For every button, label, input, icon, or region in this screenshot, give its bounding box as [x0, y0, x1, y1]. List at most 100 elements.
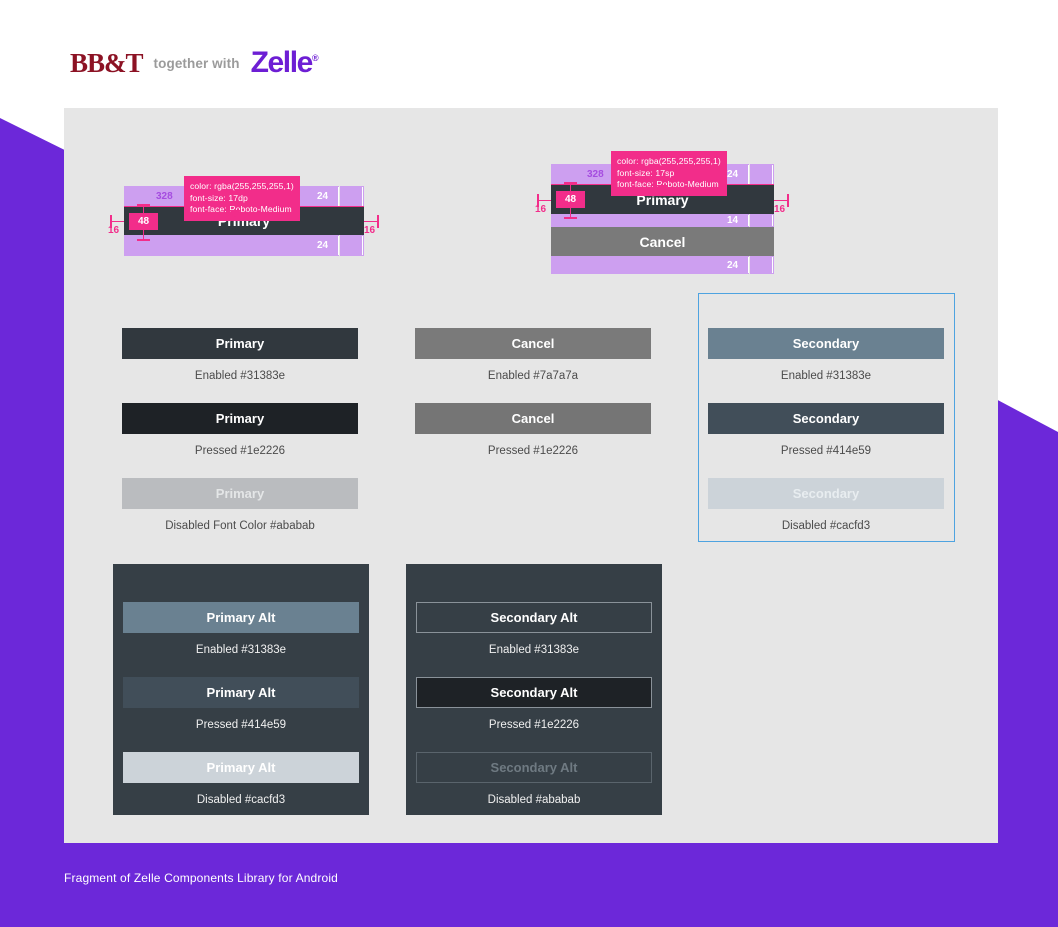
specimen-button[interactable]: Secondary [708, 478, 944, 509]
spec-cancel-button[interactable]: Cancel [551, 227, 774, 256]
dim-margin-left: 16 [108, 225, 120, 236]
dim-margin-right: 16 [774, 204, 786, 215]
specimen-caption: Disabled #cacfd3 [781, 520, 871, 532]
tick-bot-2 [362, 236, 363, 255]
dim-width: 328 [587, 169, 604, 180]
specimen-button[interactable]: Cancel [415, 403, 651, 434]
specimen-button[interactable]: Primary [122, 478, 358, 509]
specimen-button[interactable]: Primary Alt [123, 602, 359, 633]
specimen-caption: Pressed #414e59 [780, 445, 872, 457]
specimen-button[interactable]: Cancel [415, 328, 651, 359]
tick-mid-2 [772, 215, 773, 226]
tick-bot-2 [772, 257, 773, 273]
specimen-caption: Disabled #ababab [487, 794, 581, 806]
spacer-bottom-right [750, 256, 774, 274]
specimen-button[interactable]: Secondary Alt [416, 602, 652, 633]
zelle-wordmark: Zelle [250, 46, 314, 79]
margin-right-arrow [774, 200, 788, 201]
spec-tooltip-left: color: rgba(255,255,255,1) font-size: 17… [184, 176, 300, 221]
spacer-top-right [750, 164, 774, 185]
specimen-button[interactable]: Secondary [708, 403, 944, 434]
spec-tooltip-left-tail [229, 210, 241, 217]
margin-right-arrow [364, 221, 378, 222]
brand-header: BB&T together with Zelle® [70, 44, 319, 82]
margin-left-cap [110, 215, 112, 228]
specimen-caption: Pressed #1e2226 [194, 445, 286, 457]
height-cap-top [137, 204, 150, 206]
specimen-button[interactable]: Primary Alt [123, 677, 359, 708]
dim-height-chip: 48 [556, 191, 585, 208]
spacer-top-right [340, 186, 364, 207]
margin-right-cap [377, 215, 379, 228]
spacer-mid-right [750, 214, 774, 227]
tick-bot [338, 236, 339, 255]
height-cap-top [564, 182, 577, 184]
specimen-caption: Enabled #7a7a7a [487, 370, 579, 382]
spacer-mid [551, 214, 749, 227]
dim-margin-right: 16 [364, 225, 376, 236]
bbt-logo: BB&T [70, 47, 144, 78]
height-cap-bottom [137, 239, 150, 241]
spacer-bottom-right [340, 235, 364, 256]
spec-tooltip-right-tail [656, 185, 668, 192]
specimen-caption: Enabled #31383e [194, 370, 286, 382]
specimen-caption: Enabled #31383e [488, 644, 580, 656]
specimen-button[interactable]: Secondary [708, 328, 944, 359]
dim-spacing-top: 24 [317, 191, 329, 202]
specimen-caption: Pressed #1e2226 [487, 445, 579, 457]
height-cap-bottom [564, 217, 577, 219]
header-tagline: together with [153, 55, 240, 71]
spec-primary-button[interactable]: Primary [124, 207, 364, 235]
specimen-button[interactable]: Secondary Alt [416, 677, 652, 708]
specimen-button[interactable]: Primary Alt [123, 752, 359, 783]
dim-spacing-bottom: 24 [727, 260, 739, 271]
spacer-bottom [551, 256, 749, 274]
specimen-button[interactable]: Primary [122, 403, 358, 434]
purple-footer-band [0, 838, 1058, 927]
dim-spacing-between: 14 [727, 215, 739, 226]
margin-left-arrow [537, 200, 551, 201]
dim-margin-left: 16 [535, 204, 547, 215]
spec-tooltip-right: color: rgba(255,255,255,1) font-size: 17… [611, 151, 727, 196]
dim-spacing-top: 24 [727, 169, 739, 180]
spacer-bottom [124, 235, 339, 256]
selection-outline[interactable] [698, 293, 955, 542]
specimen-caption: Enabled #31383e [195, 644, 287, 656]
tick-top [338, 187, 339, 206]
specimen-caption: Enabled #31383e [780, 370, 872, 382]
zelle-logo: Zelle® [251, 48, 319, 78]
specimen-button[interactable]: Secondary Alt [416, 752, 652, 783]
registered-trademark-icon: ® [311, 53, 319, 63]
tick-top [748, 165, 749, 184]
footer-caption: Fragment of Zelle Components Library for… [64, 871, 338, 885]
specimen-caption: Disabled Font Color #ababab [165, 520, 315, 532]
specimen-button[interactable]: Primary [122, 328, 358, 359]
dim-height-chip: 48 [129, 213, 158, 230]
specimen-caption: Pressed #414e59 [195, 719, 287, 731]
dim-width: 328 [156, 191, 173, 202]
tick-top-2 [772, 165, 773, 184]
margin-right-cap [787, 194, 789, 207]
tick-bot [748, 257, 749, 273]
specimen-caption: Pressed #1e2226 [488, 719, 580, 731]
specimen-caption: Disabled #cacfd3 [196, 794, 286, 806]
